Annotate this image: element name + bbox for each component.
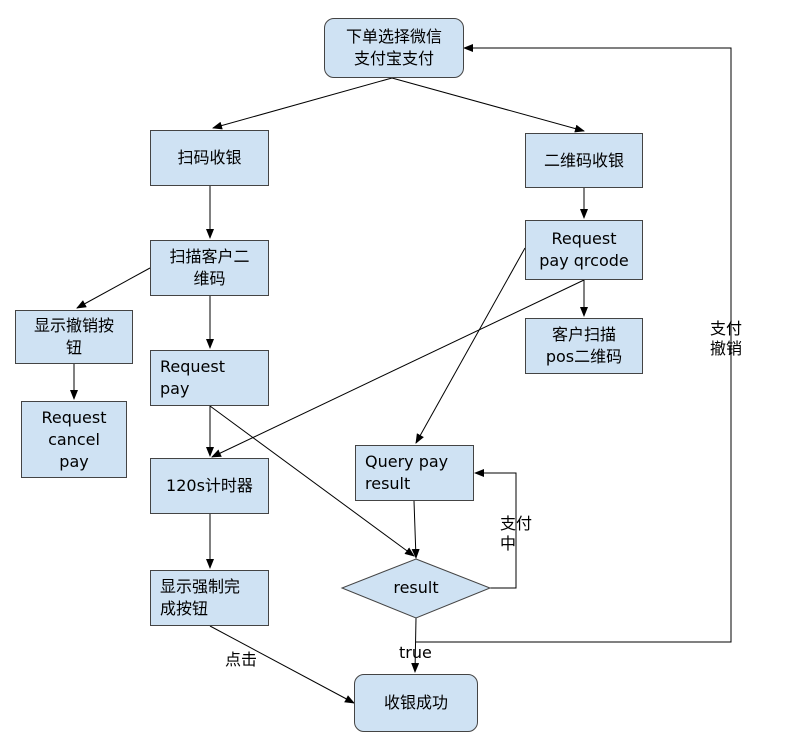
request-pay-node: Request pay — [150, 350, 269, 406]
edge-label-true: true — [399, 643, 432, 662]
edge-forcebtn-to-success — [209, 625, 355, 704]
scan-pay-node: 扫码收银 — [150, 130, 269, 186]
edge-label-pay-cancel: 支付 撤销 — [710, 319, 743, 358]
timer-120s-node: 120s计时器 — [150, 458, 269, 514]
edge-label-click: 点击 — [225, 650, 258, 669]
result-diamond — [340, 558, 492, 619]
start-node: 下单选择微信 支付宝支付 — [324, 18, 464, 78]
customer-scan-pos-node: 客户扫描 pos二维码 — [525, 318, 643, 374]
edge-start-to-qr — [391, 77, 585, 133]
show-cancel-button-node: 显示撤销按 钮 — [15, 310, 133, 364]
edge-requestqrcode-to-timer — [211, 279, 585, 458]
edge-label-paying: 支付 中 — [500, 514, 533, 553]
show-force-complete-button-node: 显示强制完 成按钮 — [150, 570, 269, 626]
scan-customer-qr-node: 扫描客户二 维码 — [150, 240, 269, 296]
pay-success-node: 收银成功 — [354, 674, 478, 732]
edge-start-to-scan — [212, 77, 393, 130]
edge-result-to-success-true — [411, 617, 420, 673]
qr-pay-node: 二维码收银 — [525, 133, 643, 188]
query-pay-result-node: Query pay result — [355, 445, 474, 501]
result-label: result — [393, 578, 439, 597]
edge-result-to-query-paying — [474, 469, 517, 589]
edge-requestpay-to-result — [209, 405, 415, 557]
request-cancel-pay-node: Request cancel pay — [21, 401, 127, 478]
edge-query-to-result — [411, 500, 420, 559]
edge-result-to-start-cancel — [416, 44, 732, 643]
edge-scanqr-to-cancelbtn — [76, 267, 151, 309]
request-pay-qrcode-node: Request pay qrcode — [525, 220, 643, 280]
edge-requestqrcode-to-query — [415, 247, 526, 444]
